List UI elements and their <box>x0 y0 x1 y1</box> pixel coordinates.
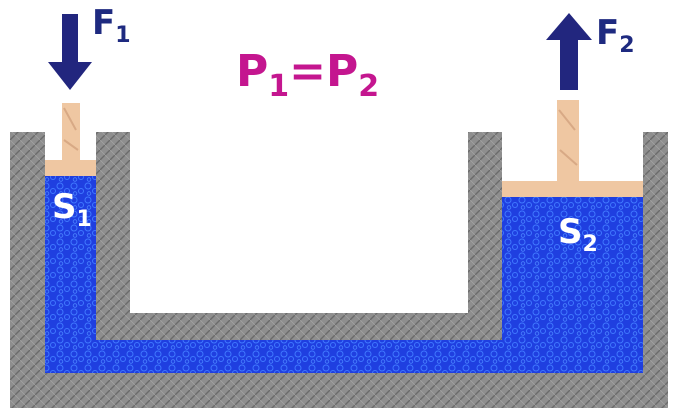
piston-left-rod <box>62 103 80 161</box>
area-out-label: S2 <box>558 212 598 257</box>
force-out-arrow-up-icon <box>546 13 592 90</box>
force-in-label: F1 <box>92 3 131 48</box>
area-in-label: S1 <box>52 187 92 232</box>
fluid <box>45 175 643 373</box>
force-in-arrow-down-icon <box>48 14 92 90</box>
force-out-label: F2 <box>596 13 635 58</box>
pressure-equation: P1=P2 <box>236 46 379 104</box>
piston-right-plate <box>502 181 643 197</box>
container-wall <box>10 132 668 408</box>
container-inner-wall-left <box>96 132 502 340</box>
piston-left-plate <box>45 160 96 176</box>
